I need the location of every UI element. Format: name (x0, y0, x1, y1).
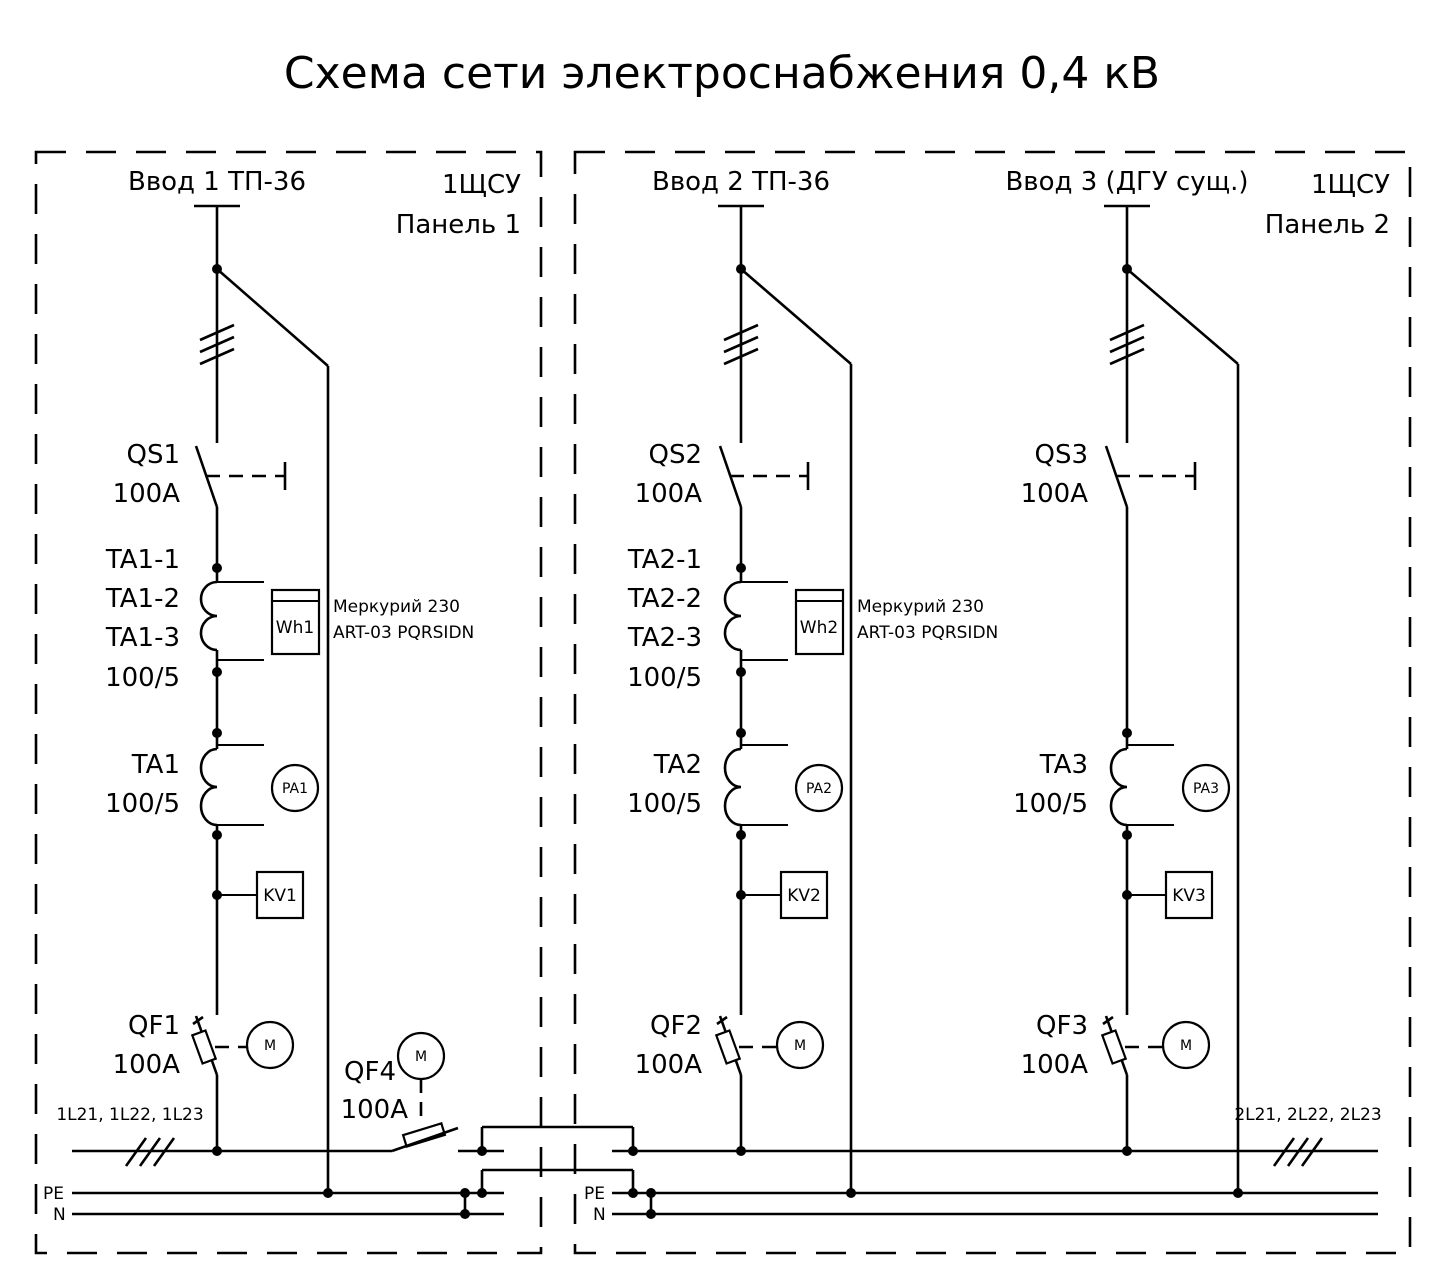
panel-1-sub: Панель 1 (396, 210, 521, 240)
ta3-label: TA3 (1039, 750, 1088, 780)
ta2-amm-ratio: 100/5 (627, 789, 702, 819)
wh2-label: Wh2 (800, 618, 838, 638)
feeder-2-label: Ввод 2 ТП-36 (652, 167, 830, 197)
scheme-title: Схема сети электроснабжения 0,4 кВ (284, 48, 1160, 99)
qf3-motor-label: M (1180, 1038, 1192, 1054)
qs1-label: QS1 (126, 440, 180, 470)
qf1-rating: 100A (113, 1050, 181, 1080)
kv2-relay (779, 870, 829, 920)
ta3-amm-ratio: 100/5 (1013, 789, 1088, 819)
kv3-relay (1164, 870, 1214, 920)
qf3-rating: 100A (1021, 1050, 1089, 1080)
wh1-label: Wh1 (276, 618, 314, 638)
qf2-rating: 100A (635, 1050, 703, 1080)
wh1-model-1: Меркурий 230 (333, 597, 460, 617)
kv1-label: KV1 (263, 886, 297, 906)
qs1-rating: 100A (113, 479, 181, 509)
kv3-label: KV3 (1172, 886, 1206, 906)
panel-2-frame (573, 150, 1412, 1255)
panel-1-name: 1ЩСУ (442, 170, 521, 200)
pe-label-right: PE (584, 1184, 605, 1204)
qf4-motor-label: M (415, 1049, 427, 1065)
ta2-3-label: TA2-3 (627, 623, 702, 653)
feeder-2: Ввод 2 ТП-36 QS2 100A TA2-1 TA2-2 TA2-3 … (627, 167, 998, 1193)
bus-right: 2L21, 2L22, 2L23 (612, 1105, 1382, 1167)
ta1-1-label: TA1-1 (105, 545, 180, 575)
panel-1-frame (34, 150, 543, 1255)
pe-label-left: PE (43, 1184, 64, 1204)
pa3-label: PA3 (1193, 781, 1219, 797)
ta1-3-label: TA1-3 (105, 623, 180, 653)
qf2-motor-drive (775, 1020, 825, 1070)
kv2-label: KV2 (787, 886, 821, 906)
feeder-3-label: Ввод 3 (ДГУ сущ.) (1005, 167, 1248, 197)
n-label-left: N (53, 1205, 66, 1225)
bus-left: 1L21, 1L22, 1L23 (56, 1105, 504, 1167)
qs3-label: QS3 (1034, 440, 1088, 470)
bus-right-label: 2L21, 2L22, 2L23 (1234, 1105, 1381, 1125)
wh2-model-2: ART-03 PQRSIDN (857, 623, 998, 643)
ta2-2-label: TA2-2 (627, 584, 702, 614)
pa3-ammeter (1181, 763, 1231, 813)
n-label-right: N (593, 1205, 606, 1225)
ta1-label: TA1 (131, 750, 180, 780)
ta1-2-label: TA1-2 (105, 584, 180, 614)
tie-jumper (477, 1125, 638, 1193)
ta2-label: TA2 (653, 750, 702, 780)
ta1-amm-ratio: 100/5 (105, 789, 180, 819)
panel-2-name: 1ЩСУ (1311, 170, 1390, 200)
ta2-ratio-label: 100/5 (627, 663, 702, 693)
qf1-label: QF1 (128, 1011, 180, 1041)
qs3-rating: 100A (1021, 479, 1089, 509)
qs2-label: QS2 (648, 440, 702, 470)
qf2-label: QF2 (650, 1011, 702, 1041)
pa2-label: PA2 (806, 781, 832, 797)
qf2-motor-label: M (794, 1038, 806, 1054)
wh2-model-1: Меркурий 230 (857, 597, 984, 617)
qs2-rating: 100A (635, 479, 703, 509)
pa1-label: PA1 (282, 781, 308, 797)
feeder-1: Ввод 1 ТП-36 QS1 100A TA1-1 TA1-2 TA1-3 … (105, 167, 474, 1193)
ta1-ratio-label: 100/5 (105, 663, 180, 693)
panel-2-sub: Панель 2 (1265, 210, 1390, 240)
pa1-ammeter (270, 763, 320, 813)
pe-n-conductors: PE N PE N (43, 1184, 1378, 1225)
kv1-relay (255, 870, 305, 920)
wh1-model-2: ART-03 PQRSIDN (333, 623, 474, 643)
three-phase-marks (199, 323, 235, 366)
qf4-tie-breaker: M QF4 100A (341, 1031, 459, 1153)
qf1-motor-drive (245, 1020, 295, 1070)
qf1-motor-label: M (264, 1038, 276, 1054)
pa2-ammeter (794, 763, 844, 813)
qf4-label: QF4 (344, 1057, 396, 1087)
ta2-1-label: TA2-1 (627, 545, 702, 575)
qf3-label: QF3 (1036, 1011, 1088, 1041)
qf4-rating: 100A (341, 1095, 409, 1125)
qf3-motor-drive (1161, 1020, 1211, 1070)
feeder-1-label: Ввод 1 ТП-36 (128, 167, 306, 197)
bus-left-label: 1L21, 1L22, 1L23 (56, 1105, 203, 1125)
feeder-3: Ввод 3 (ДГУ сущ.) QS3 100A TA3 100/5 PA3… (1005, 167, 1249, 1193)
